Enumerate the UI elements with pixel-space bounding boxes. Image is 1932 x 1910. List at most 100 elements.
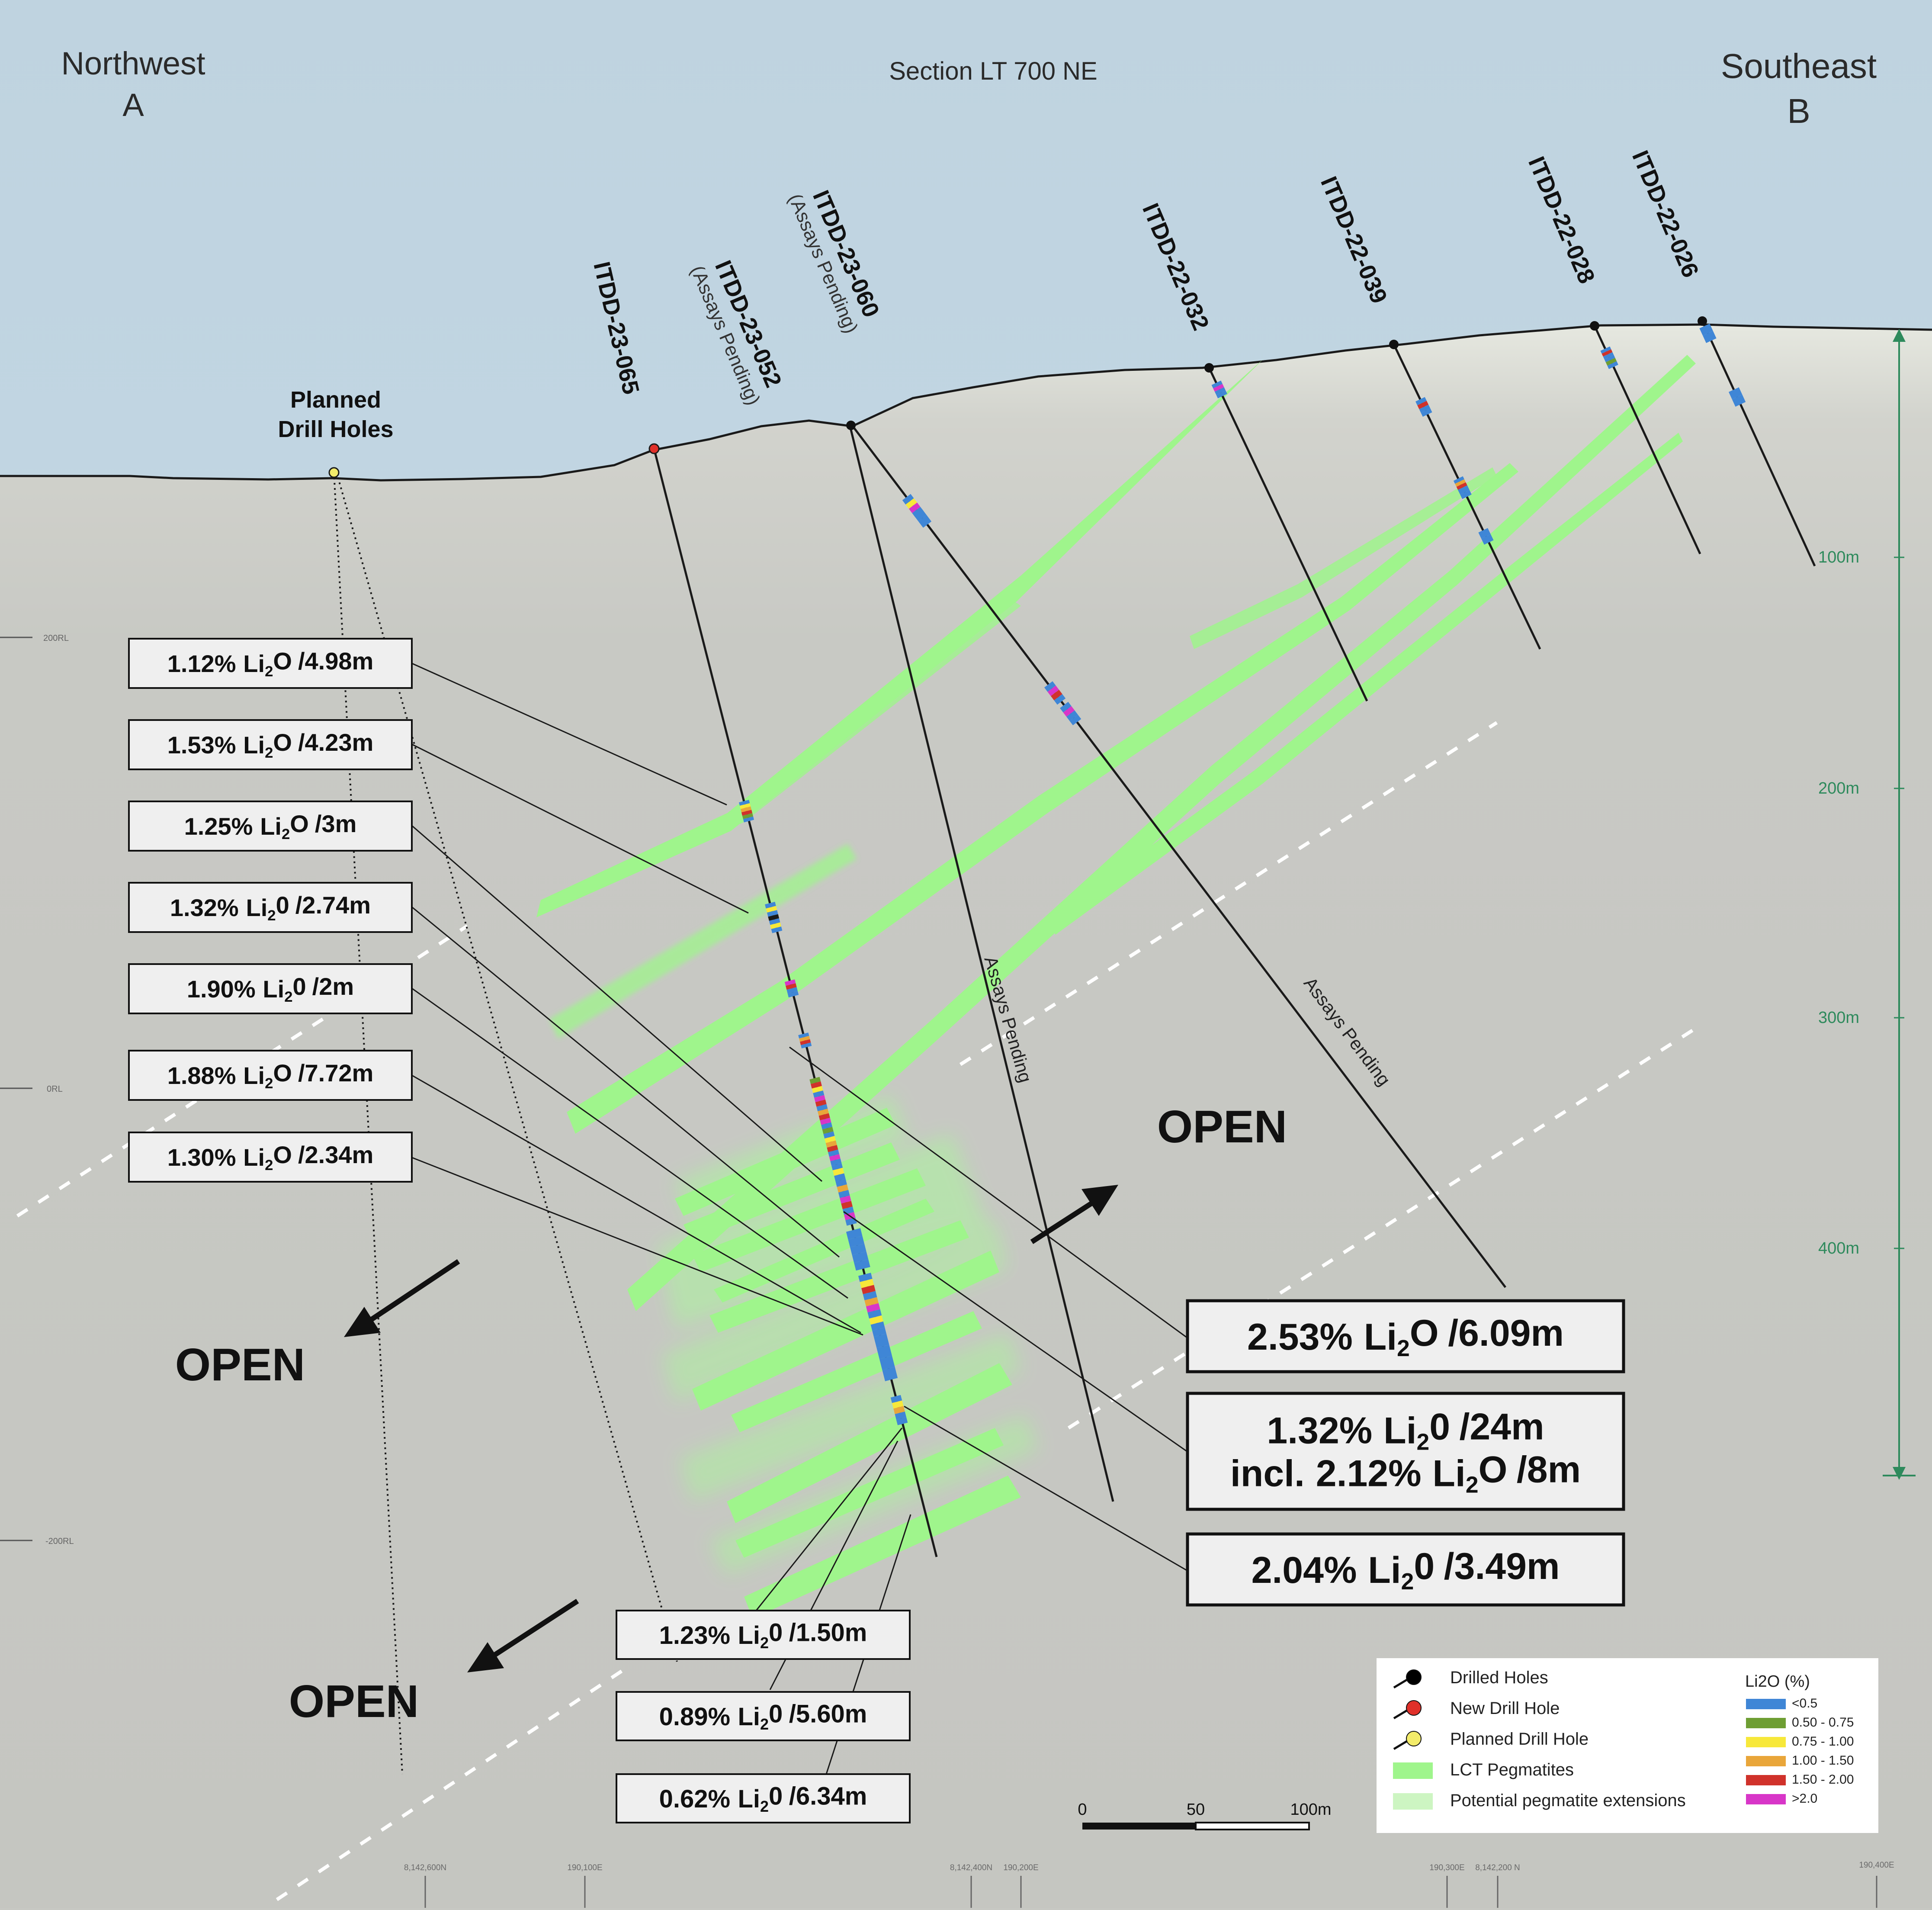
assay-segment — [837, 1184, 849, 1193]
planned-label-2: Drill Holes — [278, 416, 393, 442]
depth-300: 300m — [1818, 1009, 1859, 1027]
assay-segment — [835, 1179, 847, 1187]
intercept-text: incl.2.12%Li2O/8m — [1230, 1449, 1581, 1498]
intercept-sub: 2 — [1401, 1569, 1414, 1595]
assay-segment — [740, 806, 752, 813]
grid-label-2: 190,100E — [567, 1863, 602, 1872]
assay-segment — [1063, 706, 1075, 717]
assay-segment — [771, 926, 783, 933]
assay-segment — [834, 1173, 846, 1182]
assay-segment — [1044, 681, 1056, 692]
intercept-boxes: 1.12%Li2O/4.98m 1.53%Li2O/4.23m 1.25%Li2O/… — [128, 638, 1625, 1823]
rl-minus-200: -200RL — [45, 1537, 74, 1546]
assay-segment — [860, 1279, 874, 1288]
assay-segment — [858, 1273, 873, 1282]
intercept-element: Li — [738, 1703, 760, 1731]
intercept-element: Li — [738, 1621, 760, 1650]
legend-class-label: 1.50 - 2.00 — [1792, 1772, 1854, 1787]
intercept-oxide: 0 — [769, 1619, 783, 1647]
assay-segment — [829, 1154, 841, 1161]
intercept-right-3: 2.04%Li20/3.49m — [1186, 1532, 1625, 1607]
intercept-right-1: 2.53%Li2O/6.09m — [1186, 1299, 1625, 1373]
open-label-right: OPEN — [1157, 1101, 1287, 1152]
legend-class-label: 1.00 - 1.50 — [1792, 1753, 1854, 1768]
assay-segment — [852, 1251, 869, 1263]
intercept-grade: 0.62% — [659, 1785, 730, 1813]
assay-segment — [863, 1291, 877, 1300]
intercept-oxide: 0 — [769, 1782, 783, 1810]
intercept-sub: 2 — [265, 1157, 273, 1174]
assay-segment — [813, 1090, 825, 1098]
arrow-lower-left — [467, 1598, 579, 1672]
assay-segment — [861, 1285, 876, 1294]
intercept-length: /4.23m — [298, 729, 373, 756]
intercept-text: 2.53%Li2O/6.09m — [1247, 1312, 1564, 1361]
intercept-box-frame — [128, 882, 413, 933]
depth-100: 100m — [1818, 548, 1859, 566]
assay-segment — [846, 1228, 863, 1240]
assay-segment — [741, 810, 753, 816]
rl-200: 200RL — [43, 633, 69, 643]
assay-segment — [770, 922, 781, 929]
intercept-text: 1.25%Li2O/3m — [184, 810, 357, 842]
intercept-sub: 2 — [265, 663, 273, 680]
intercept-box-frame — [128, 719, 413, 770]
scale-50: 50 — [1187, 1801, 1205, 1819]
assay-segment — [838, 1190, 850, 1198]
intercept-text: 1.88%Li2O/7.72m — [167, 1059, 374, 1092]
intercept-sub: 2 — [760, 1634, 769, 1652]
intercept-box-frame — [128, 638, 413, 689]
grid-ticks — [424, 1876, 1877, 1908]
assay-segment — [1415, 397, 1427, 405]
legend-class-label: 0.50 - 0.75 — [1792, 1715, 1854, 1730]
assay-segment — [1211, 380, 1223, 389]
assay-segment — [739, 800, 750, 806]
assay-segment — [1458, 485, 1470, 495]
assay-segment — [1066, 710, 1078, 721]
intercept-element: Li — [1364, 1316, 1397, 1358]
assay-segment — [831, 1163, 843, 1170]
intercept-length: /6.09m — [1448, 1312, 1564, 1354]
assay-segment — [848, 1236, 864, 1248]
intercept-oxide: O — [1478, 1449, 1507, 1490]
intercept-box-frame — [128, 801, 413, 852]
legend-class-label: >2.0 — [1792, 1791, 1817, 1806]
legend-symbol-2: New Drill Hole — [1393, 1699, 1560, 1720]
intercept-left-2: 1.53%Li2O/4.23m — [128, 719, 413, 770]
assay-segment — [823, 1131, 835, 1139]
planned-drill-paths — [333, 472, 678, 1775]
intercept-grade: 2.04% — [1252, 1550, 1357, 1591]
legend-collar-dot — [1406, 1669, 1422, 1685]
intercept-left-5: 1.90%Li20/2m — [128, 963, 413, 1014]
intercept-text: 1.32%Li20/24m — [1267, 1406, 1544, 1455]
intercept-left-4: 1.32%Li20/2.74m — [128, 882, 413, 933]
legend-class-3: 0.75 - 1.00 — [1746, 1734, 1854, 1749]
header: Northwest A Section LT 700 NE Southeast … — [61, 45, 1877, 130]
intercept-sub: 2 — [1417, 1429, 1430, 1455]
assay-segment — [1047, 685, 1059, 696]
assay-segment — [1478, 528, 1491, 539]
assay-segment — [800, 1039, 811, 1045]
collar-052-060 — [846, 421, 856, 430]
intercept-element: Li — [243, 1144, 265, 1171]
intercept-sub: 2 — [265, 1075, 273, 1092]
grid-label-3: 8,142,400N — [950, 1863, 992, 1872]
legend-label: Planned Drill Hole — [1450, 1730, 1589, 1749]
assay-segment — [830, 1158, 842, 1166]
intercept-sub: 2 — [267, 907, 276, 924]
assay-segment — [882, 1367, 898, 1381]
legend-swatch — [1393, 1762, 1433, 1779]
intercept-box-frame — [1186, 1299, 1625, 1373]
assay-segment — [872, 1328, 886, 1337]
grid-label-6: 8,142,200 N — [1475, 1863, 1520, 1872]
assay-segment — [798, 1032, 809, 1039]
assay-segment — [1455, 479, 1466, 487]
legend-label: New Drill Hole — [1450, 1699, 1560, 1718]
assay-segment — [1050, 690, 1062, 701]
topography-line — [0, 323, 1932, 482]
assay-segment — [913, 508, 927, 521]
assay-segment — [809, 1077, 821, 1084]
intercept-text: 1.12%Li2O/4.98m — [167, 647, 374, 680]
intercept-bottom-2: 0.89%Li20/5.60m — [616, 1691, 911, 1741]
